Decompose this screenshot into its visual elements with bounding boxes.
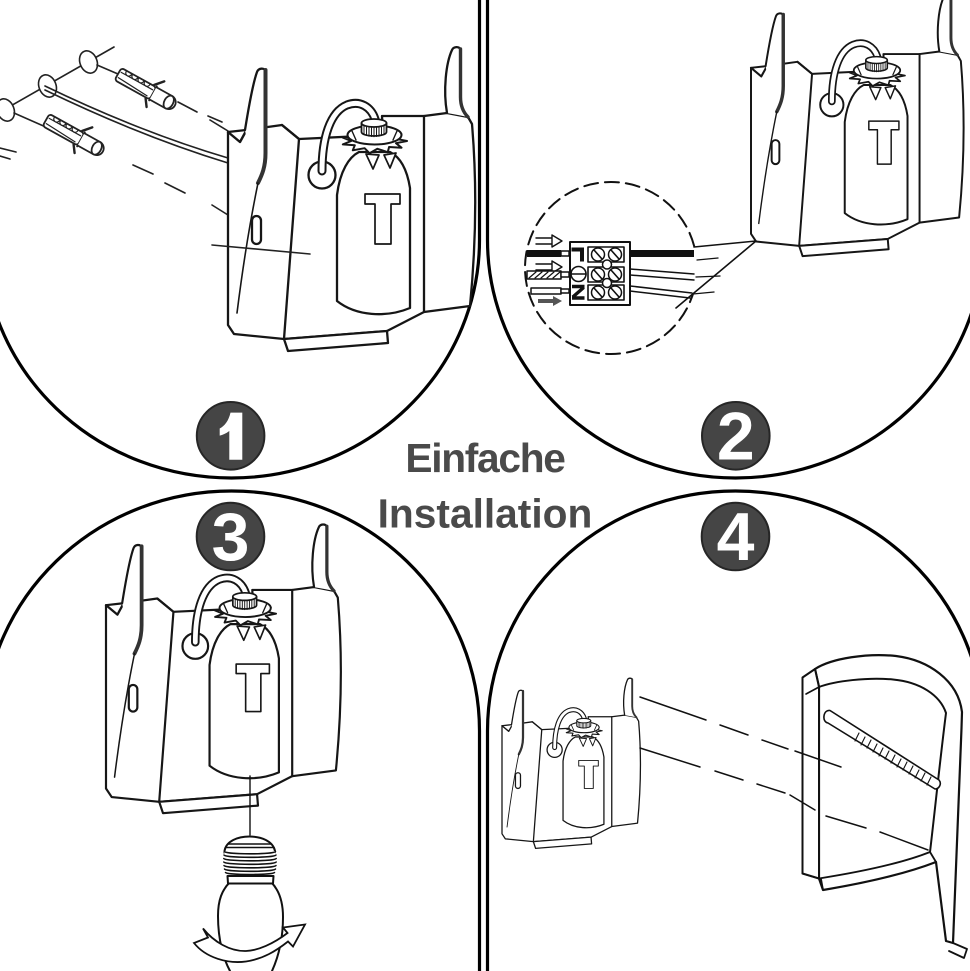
svg-text:3: 3 [212, 499, 250, 575]
svg-text:2: 2 [717, 399, 755, 475]
svg-text:4: 4 [717, 499, 755, 575]
svg-text:Einfache: Einfache [405, 435, 565, 481]
svg-text:Installation: Installation [378, 491, 593, 537]
